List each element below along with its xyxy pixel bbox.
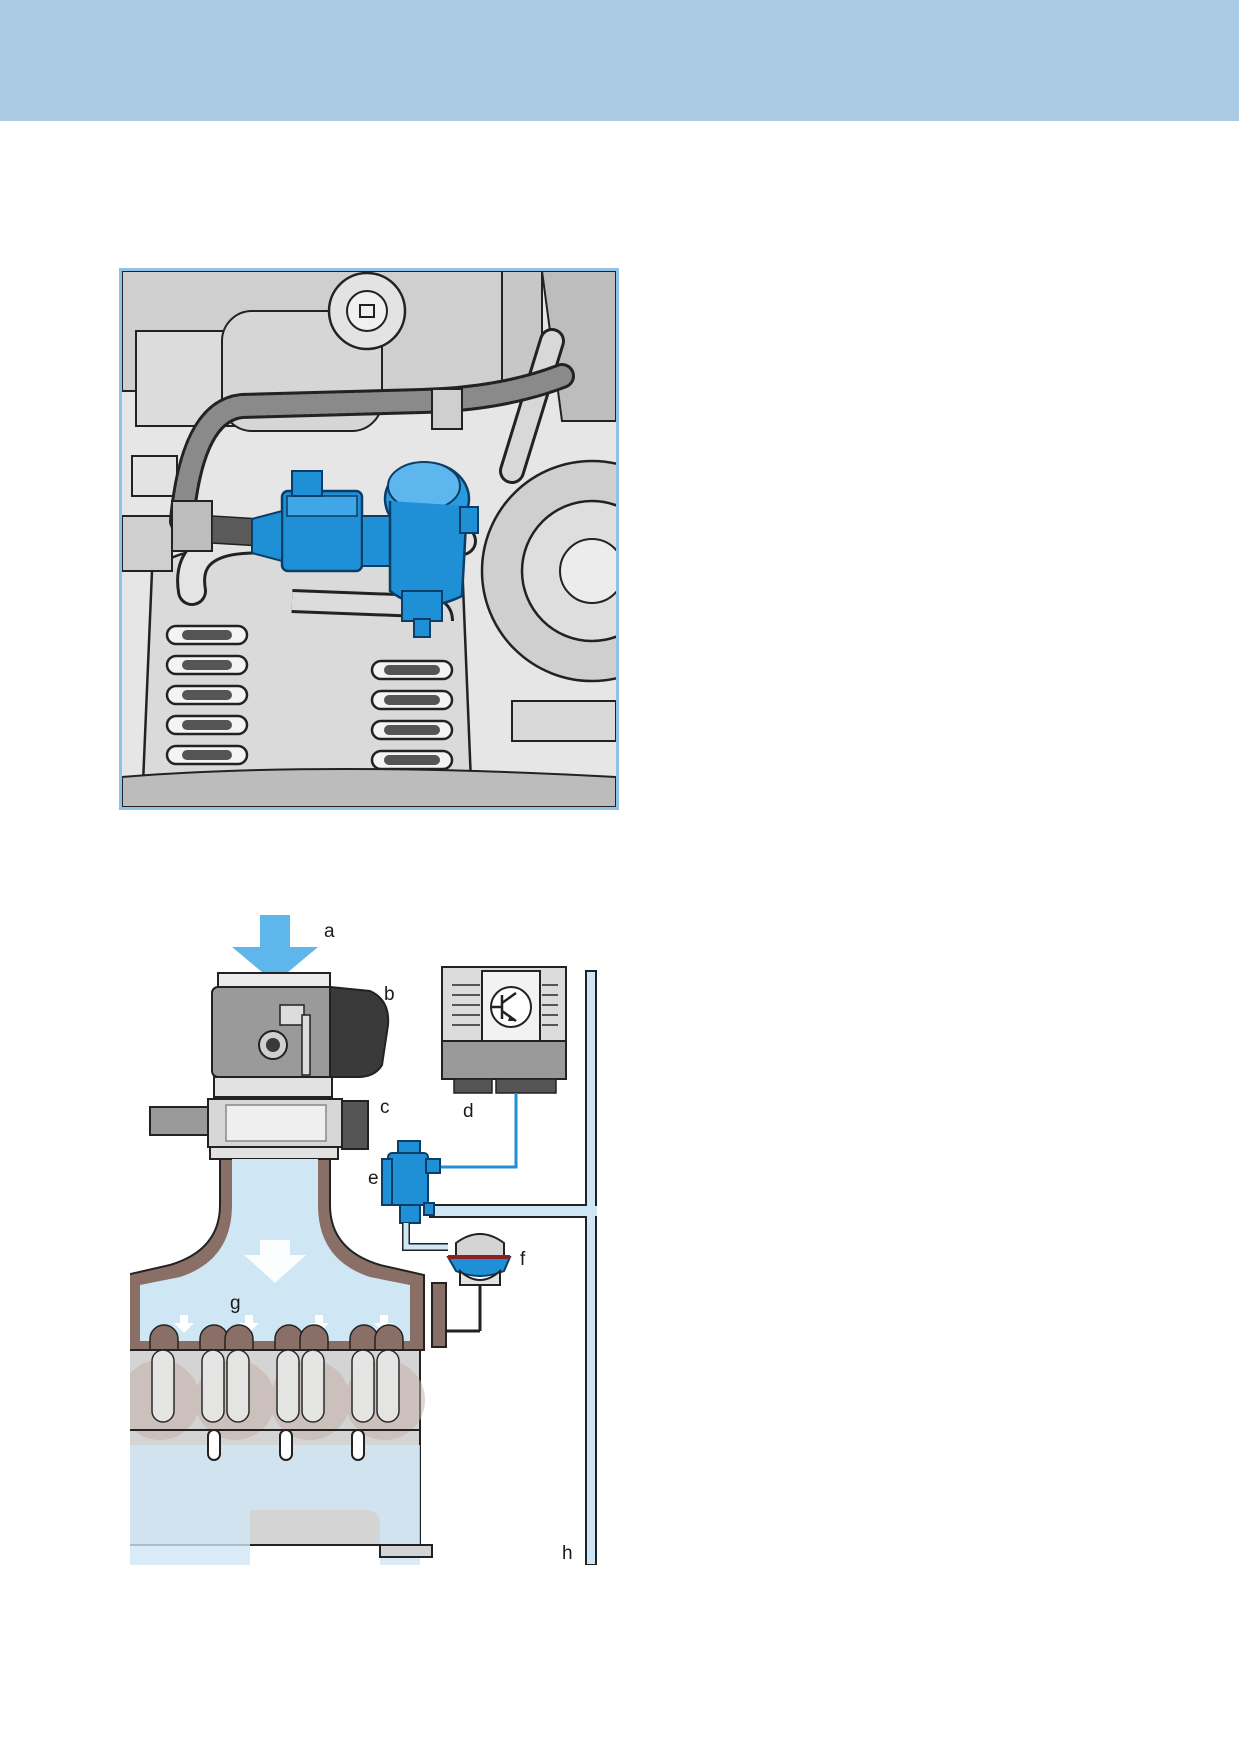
boost-solenoid-valve — [381, 1140, 441, 1224]
boost-actuator — [431, 1233, 512, 1348]
label-c: c — [380, 1097, 390, 1118]
intake-flange — [149, 1076, 369, 1160]
label-b: b — [384, 984, 395, 1005]
label-f: f — [520, 1249, 526, 1270]
air-flow-arrow-icon — [232, 915, 318, 983]
label-a: a — [324, 921, 335, 942]
header-band — [0, 0, 1239, 121]
throttle-unit — [211, 972, 390, 1078]
transistor-symbol-icon — [490, 986, 532, 1028]
schematic-drawing: a b c d e f g h — [130, 915, 597, 1565]
engine-bay-drawing — [122, 271, 616, 807]
label-e: e — [368, 1168, 379, 1189]
label-h: h — [562, 1543, 573, 1564]
blue-solenoid-valve — [251, 461, 479, 638]
label-g: g — [230, 1293, 241, 1314]
pressure-line — [585, 970, 597, 1565]
engine-bay-illustration — [119, 268, 619, 810]
label-d: d — [463, 1101, 474, 1122]
control-unit — [441, 966, 567, 1094]
boost-control-schematic: a b c d e f g h — [130, 905, 630, 1565]
